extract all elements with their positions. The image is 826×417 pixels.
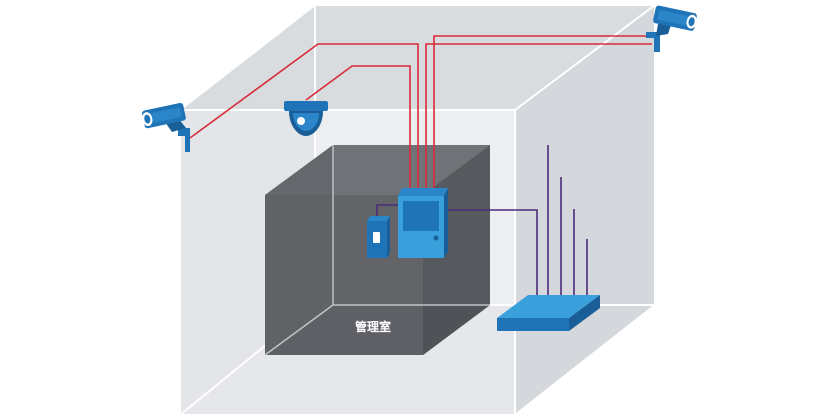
security-camera-icon [142, 102, 190, 152]
security-camera-icon [646, 5, 697, 52]
network-lines [376, 145, 588, 298]
line-intercom-to-monitor [376, 204, 400, 218]
line-dome-camera [305, 65, 411, 190]
line-left-camera [189, 43, 419, 190]
camera-signal-lines [189, 35, 652, 190]
line-right-camera-b [433, 35, 652, 190]
monitor-icon [398, 188, 448, 258]
line-monitor-to-router [448, 209, 538, 298]
door-phone-icon [367, 216, 390, 258]
management-room-label: 管理室 [355, 319, 391, 334]
router-icon [497, 295, 600, 331]
line-right-camera [425, 43, 652, 190]
dome-camera-icon [284, 101, 328, 136]
